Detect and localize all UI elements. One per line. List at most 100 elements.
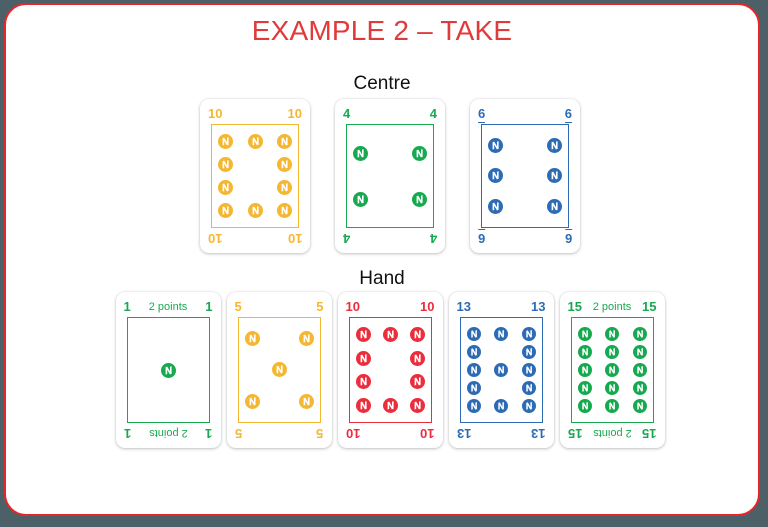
card-corner-value: 6 [564, 106, 572, 123]
card-pip-row [577, 399, 647, 413]
nimble-n-glyph [357, 148, 364, 157]
card-points-label: 2 points [148, 427, 188, 439]
nimble-n-glyph [609, 366, 615, 374]
card-corner-value: 5 [234, 299, 242, 314]
card-pip-row [577, 327, 647, 341]
card-corner-value: 4 [429, 231, 437, 246]
card-pip-row [488, 199, 562, 215]
nimble-n-icon [494, 327, 508, 341]
nimble-n-glyph [525, 384, 532, 392]
card-pip-row [488, 168, 562, 184]
nimble-n-glyph [525, 348, 532, 356]
nimble-n-icon [521, 345, 536, 359]
card-corner-value: 13 [531, 426, 546, 441]
nimble-n-glyph [165, 365, 172, 374]
nimble-n-icon [577, 363, 592, 377]
card-pip-row [218, 203, 292, 218]
card-pip-row [466, 399, 536, 413]
nimble-n-glyph [360, 401, 367, 410]
nimble-n-icon [298, 393, 314, 409]
nimble-n-glyph [581, 402, 588, 410]
nimble-n-icon [488, 168, 503, 184]
nimble-n-icon [488, 137, 503, 153]
card-corner-value: 10 [287, 231, 302, 246]
nimble-n-icon [632, 363, 647, 377]
nimble-n-icon [521, 327, 536, 341]
nimble-n-icon [244, 331, 260, 347]
card-pip-row [134, 362, 203, 378]
nimble-n-glyph [551, 202, 558, 211]
nimble-n-icon [218, 180, 233, 195]
nimble-n-glyph [222, 137, 229, 146]
nimble-n-glyph [222, 206, 229, 215]
card-corner-value: 10 [420, 299, 435, 314]
nimble-n-icon [466, 327, 481, 341]
card-corner-value: 10 [420, 426, 435, 441]
nimble-n-glyph [609, 330, 615, 338]
nimble-n-icon [412, 191, 427, 207]
nimble-n-icon [218, 134, 233, 149]
card-pip-area [126, 317, 210, 423]
card-corner-value: 4 [343, 106, 351, 121]
nimble-n-icon [271, 362, 287, 378]
card-corner-value: 13 [531, 299, 546, 314]
nimble-n-icon [409, 327, 425, 343]
nimble-n-icon [277, 134, 292, 149]
nimble-n-icon [632, 345, 647, 359]
card-pip-area [237, 317, 321, 423]
nimble-n-glyph [498, 330, 504, 338]
nimble-n-icon [521, 363, 536, 377]
card-corner-value: 10 [287, 106, 302, 121]
card-pip-row [466, 381, 536, 395]
card-pip-row [466, 363, 536, 377]
nimble-n-glyph [387, 401, 394, 410]
nimble-n-glyph [636, 384, 643, 392]
nimble-n-icon [218, 157, 233, 172]
card-pip-row [577, 363, 647, 377]
nimble-n-glyph [470, 366, 477, 374]
card-pip-area [346, 124, 434, 228]
card-pip-area [211, 124, 299, 228]
nimble-n-glyph [303, 397, 310, 406]
nimble-n-icon [466, 399, 481, 413]
nimble-n-glyph [525, 330, 532, 338]
nimble-n-icon [277, 157, 292, 172]
card-corner-value: 6 [478, 229, 486, 246]
card-pip-row [577, 345, 647, 359]
card-corner-value: 15 [642, 299, 657, 314]
card-pip-row [355, 374, 425, 390]
card-corner-value: 6 [564, 229, 572, 246]
nimble-n-icon [521, 399, 536, 413]
nimble-n-icon [355, 397, 371, 413]
nimble-n-glyph [416, 148, 423, 157]
nimble-n-glyph [609, 402, 615, 410]
nimble-n-icon [466, 345, 481, 359]
card-pip-row [353, 191, 427, 207]
nimble-n-icon [605, 363, 619, 377]
nimble-n-icon [605, 327, 619, 341]
card-corner-value: 5 [316, 426, 324, 441]
card-pip-row [355, 350, 425, 366]
nimble-n-glyph [281, 160, 288, 169]
nimble-n-glyph [636, 348, 643, 356]
nimble-n-icon [605, 399, 619, 413]
nimble-n-icon [488, 199, 503, 215]
nimble-n-icon [277, 180, 292, 195]
card-corner-value: 1 [205, 299, 213, 314]
nimble-n-icon [632, 399, 647, 413]
nimble-n-glyph [360, 354, 367, 363]
nimble-n-icon [547, 137, 562, 153]
nimble-n-glyph [303, 334, 310, 343]
nimble-n-glyph [492, 171, 499, 180]
nimble-n-glyph [609, 384, 615, 392]
